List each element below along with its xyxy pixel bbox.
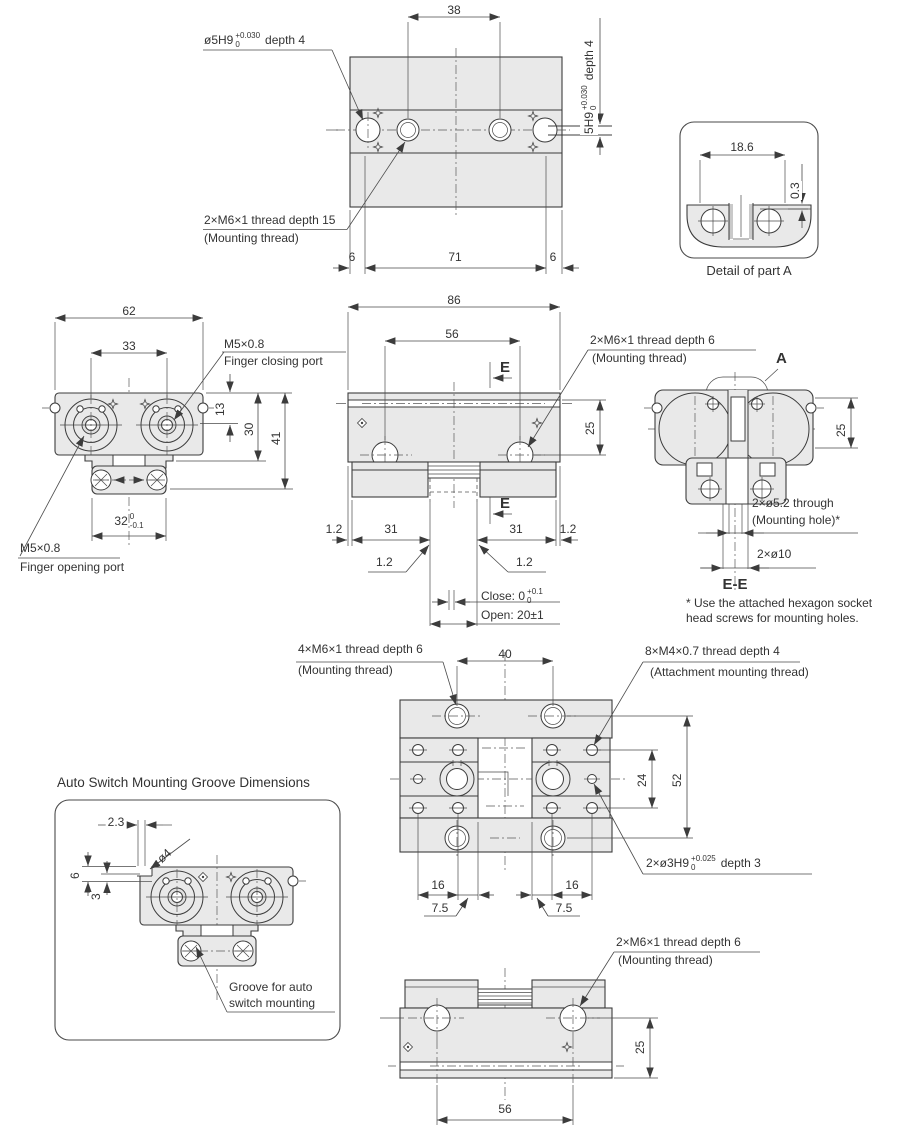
auto-switch-view <box>54 799 341 1041</box>
tolerance-stack: 0-0.1 <box>129 512 144 531</box>
dim-16-left: 16 <box>431 878 445 892</box>
side-view <box>332 303 756 628</box>
dim-0-3: 0.3 <box>788 181 803 200</box>
front-view <box>18 314 346 559</box>
closing-port-label-2: Finger closing port <box>224 354 323 368</box>
dim-1-2-left: 1.2 <box>325 522 343 536</box>
mounting-hole-note-2: (Mounting hole)* <box>752 513 841 527</box>
hole-spec-suffix: depth 4 <box>265 32 306 47</box>
dim-56: 56 <box>498 1102 512 1116</box>
plan-view <box>296 652 812 917</box>
dim-30: 30 <box>242 421 257 437</box>
mounting-hole-note-1: 2×ø5.2 through <box>752 496 834 510</box>
groove-note-1: Groove for auto <box>229 980 313 994</box>
dim-33: 33 <box>122 339 136 353</box>
dim-16-right: 16 <box>565 878 579 892</box>
leader-1-2-right: 1.2 <box>516 555 533 569</box>
dim-56: 56 <box>445 327 459 341</box>
opening-port-label-2: Finger opening port <box>20 560 125 574</box>
plan-m4-note-2: (Attachment mounting thread) <box>650 665 809 679</box>
plan-m4-note-1: 8×M4×0.7 thread depth 4 <box>645 644 780 658</box>
dim-31-left: 31 <box>384 522 398 536</box>
dim-1-2-right: 1.2 <box>559 522 577 536</box>
dim-40: 40 <box>498 647 512 661</box>
detail-a-view <box>679 121 819 259</box>
leader-1-2-left: 1.2 <box>376 555 393 569</box>
dim-86: 86 <box>447 293 461 307</box>
dim-24: 24 <box>635 772 650 788</box>
mounting-thread-note-2: (Mounting thread) <box>204 231 299 245</box>
side-spec-suffix: depth 4 <box>581 40 596 81</box>
dim-2-3: 2.3 <box>105 815 127 830</box>
footnote-1: * Use the attached hexagon socket <box>686 596 873 610</box>
dim-41: 41 <box>269 430 284 446</box>
closing-port-label-1: M5×0.8 <box>224 337 265 351</box>
top-view <box>203 13 612 274</box>
hole-spec-prefix: ø5H9 <box>204 32 234 47</box>
counterbore-label: 2×ø10 <box>757 547 792 561</box>
opening-port-label-1: M5×0.8 <box>20 541 61 555</box>
bottom-thread-note-2: (Mounting thread) <box>618 953 713 967</box>
dim-25-bottom: 25 <box>633 1039 648 1055</box>
section-title-ee: E-E <box>722 576 748 593</box>
bottom-view <box>380 951 760 1125</box>
section-ee-view <box>644 368 858 592</box>
dim-31-right: 31 <box>509 522 523 536</box>
dim-52: 52 <box>670 772 685 788</box>
open-stroke-label: Open: 20±1 <box>481 608 544 622</box>
dim-18-6: 18.6 <box>730 140 754 154</box>
dim-38: 38 <box>447 3 461 17</box>
dim-62: 62 <box>122 304 136 318</box>
dim-6-right: 6 <box>549 250 557 264</box>
dim-6-groove: 6 <box>68 871 83 880</box>
auto-switch-title: Auto Switch Mounting Groove Dimensions <box>57 775 310 790</box>
side-thread-note-2: (Mounting thread) <box>592 351 687 365</box>
section-mark-e-bottom: E <box>499 495 511 512</box>
dim-25-ee: 25 <box>834 422 849 438</box>
dim-13: 13 <box>213 401 228 417</box>
footnote-2: head screws for mounting holes. <box>686 611 859 625</box>
plan-m6-note-1: 4×M6×1 thread depth 6 <box>298 642 423 656</box>
side-thread-note-1: 2×M6×1 thread depth 6 <box>590 333 715 347</box>
section-mark-e-top: E <box>499 359 511 376</box>
detail-a-caption: Detail of part A <box>706 263 792 278</box>
detail-mark-a: A <box>776 350 787 367</box>
groove-note-2: switch mounting <box>229 996 316 1010</box>
dim-25-side: 25 <box>583 420 598 436</box>
mounting-thread-note-1: 2×M6×1 thread depth 15 <box>204 213 336 227</box>
dim-7-5-left: 7.5 <box>431 901 449 915</box>
bottom-thread-note-1: 2×M6×1 thread depth 6 <box>616 935 741 949</box>
side-spec-prefix: 5H9 <box>581 111 596 134</box>
dim-71: 71 <box>448 250 462 264</box>
dim-6-left: 6 <box>348 250 356 264</box>
plan-m6-note-2: (Mounting thread) <box>298 663 393 677</box>
dim-7-5-right: 7.5 <box>555 901 573 915</box>
dim-32: 32 0-0.1 <box>114 512 144 531</box>
dim-3-groove: 3 <box>89 892 104 901</box>
